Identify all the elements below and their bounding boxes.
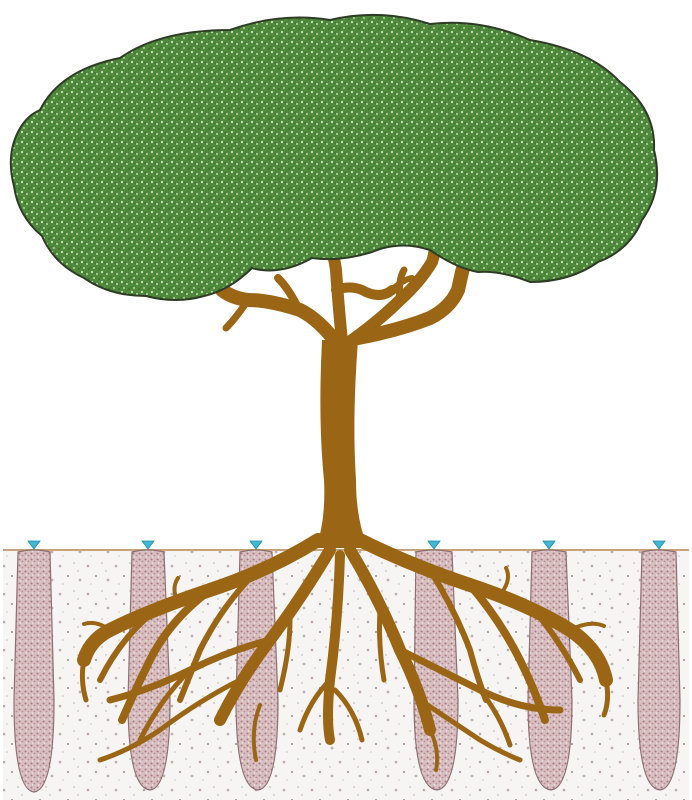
soil-column xyxy=(638,550,680,790)
tree-canopy xyxy=(11,15,657,300)
water-emitter-icon xyxy=(28,541,40,549)
soil-column xyxy=(528,550,572,790)
soil-column xyxy=(14,550,54,792)
tree-trunk xyxy=(316,340,368,548)
water-emitter-icon xyxy=(428,541,440,549)
water-emitter-icon xyxy=(250,541,262,549)
water-emitter-icon xyxy=(543,541,555,549)
water-emitter-icon xyxy=(142,541,154,549)
water-emitter-icon xyxy=(653,541,665,549)
